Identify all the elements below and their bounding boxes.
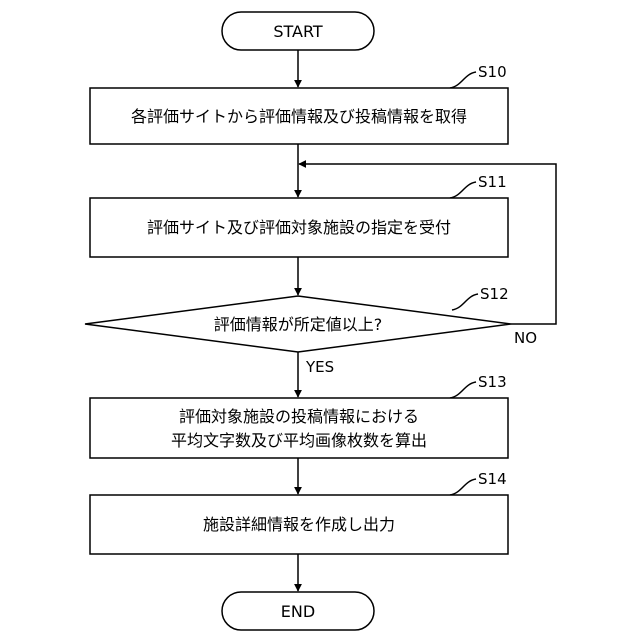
step-s13-id: S13 [478, 373, 507, 391]
step-s10-text: 各評価サイトから評価情報及び投稿情報を取得 [131, 107, 467, 126]
end-label: END [281, 602, 315, 621]
step-s10: S10 各評価サイトから評価情報及び投稿情報を取得 [90, 63, 508, 144]
step-s11-id: S11 [478, 173, 507, 191]
step-s10-id: S10 [478, 63, 507, 81]
step-s11-leader [450, 182, 476, 198]
step-s14-leader [450, 479, 476, 495]
step-s12-leader [452, 294, 478, 310]
end-terminal: END [222, 592, 374, 630]
step-s14: S14 施設詳細情報を作成し出力 [90, 470, 508, 554]
step-s13-leader [450, 382, 476, 398]
no-label: NO [514, 329, 537, 347]
step-s12-text: 評価情報が所定値以上? [214, 315, 383, 334]
step-s13-text-line1: 評価対象施設の投稿情報における [179, 407, 419, 426]
yes-label: YES [305, 358, 334, 376]
step-s13: S13 評価対象施設の投稿情報における 平均文字数及び平均画像枚数を算出 [90, 373, 508, 458]
step-s14-text: 施設詳細情報を作成し出力 [203, 515, 395, 534]
start-terminal: START [222, 12, 374, 50]
step-s14-id: S14 [478, 470, 507, 488]
step-s10-leader [450, 72, 476, 88]
step-s12: S12 評価情報が所定値以上? [85, 285, 511, 352]
step-s12-id: S12 [480, 285, 509, 303]
step-s11: S11 評価サイト及び評価対象施設の指定を受付 [90, 173, 508, 257]
step-s11-text: 評価サイト及び評価対象施設の指定を受付 [147, 218, 451, 237]
step-s13-text-line2: 平均文字数及び平均画像枚数を算出 [171, 431, 427, 450]
start-label: START [273, 22, 323, 41]
